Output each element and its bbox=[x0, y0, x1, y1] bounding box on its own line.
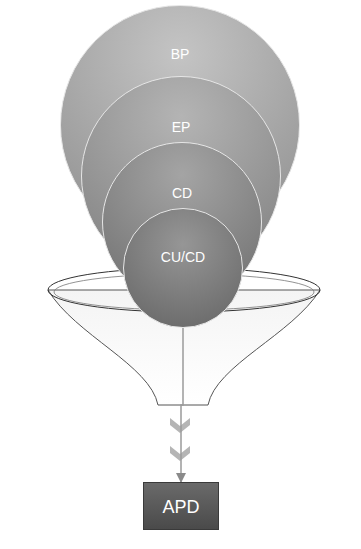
chevron-arrow bbox=[170, 418, 190, 433]
node-label: CD bbox=[103, 185, 261, 201]
outer-circle: BPEPCDCU/CD bbox=[60, 5, 300, 245]
inner-circle: CD CU/CD bbox=[102, 142, 262, 302]
core-circle: CU/CD bbox=[123, 208, 243, 328]
chevron-arrow bbox=[170, 446, 190, 461]
process-box: APD bbox=[143, 482, 219, 530]
node-label: EP bbox=[82, 119, 280, 135]
flow-connector bbox=[181, 328, 183, 482]
node-label: BP bbox=[61, 46, 299, 62]
node-label: CU/CD bbox=[124, 249, 242, 265]
middle-circle: EP CD CU/CD bbox=[81, 76, 281, 276]
node-label: APD bbox=[144, 497, 218, 517]
